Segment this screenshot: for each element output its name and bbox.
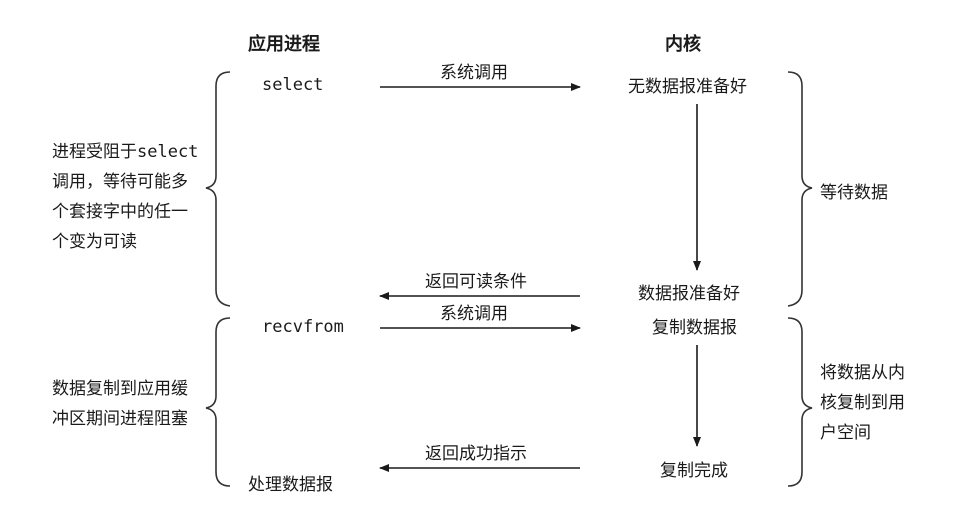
right-brace-copy-data [787, 317, 813, 487]
right-label-copy-line-2: 核复制到用 [820, 393, 905, 413]
right-label-copy-to-user: 将数据从内 核复制到用 户空间 [820, 358, 905, 448]
label-return-readable: 返回可读条件 [425, 272, 527, 292]
left-label-blocked-select: 进程受阻于select 调用，等待可能多 个套接字中的任一 个变为可读 [52, 137, 198, 257]
kernel-no-datagram-ready: 无数据报准备好 [628, 77, 747, 97]
kernel-datagram-ready: 数据报准备好 [638, 284, 740, 304]
kernel-copy-datagram: 复制数据报 [652, 318, 737, 338]
app-call-select: select [262, 75, 324, 95]
kernel-copy-complete: 复制完成 [660, 461, 728, 481]
left-label-copy-line-2: 冲区期间进程阻塞 [52, 409, 188, 429]
app-call-recvfrom: recvfrom [262, 317, 344, 337]
left-brace-blocked-select [205, 71, 231, 307]
left-label-line-4: 个变为可读 [52, 232, 137, 252]
app-process-datagram: 处理数据报 [248, 475, 333, 495]
left-label-line-1: 进程受阻于 [52, 142, 137, 162]
header-app-process: 应用进程 [248, 34, 320, 55]
right-label-wait-data: 等待数据 [820, 183, 888, 203]
left-label-line-2: 调用，等待可能多 [52, 172, 188, 192]
right-label-copy-line-1: 将数据从内 [820, 363, 905, 383]
left-label-blocked-copy: 数据复制到应用缓 冲区期间进程阻塞 [52, 374, 188, 434]
right-label-copy-line-3: 户空间 [820, 423, 871, 443]
label-syscall-2: 系统调用 [440, 304, 508, 324]
left-label-line-3: 个套接字中的任一 [52, 202, 188, 222]
left-label-select-code: select [137, 142, 199, 162]
label-return-success: 返回成功指示 [425, 444, 527, 464]
label-syscall-1: 系统调用 [440, 63, 508, 83]
left-label-copy-line-1: 数据复制到应用缓 [52, 379, 188, 399]
header-kernel: 内核 [665, 34, 701, 55]
left-brace-blocked-copy [205, 317, 231, 487]
right-brace-wait-data [787, 71, 813, 307]
